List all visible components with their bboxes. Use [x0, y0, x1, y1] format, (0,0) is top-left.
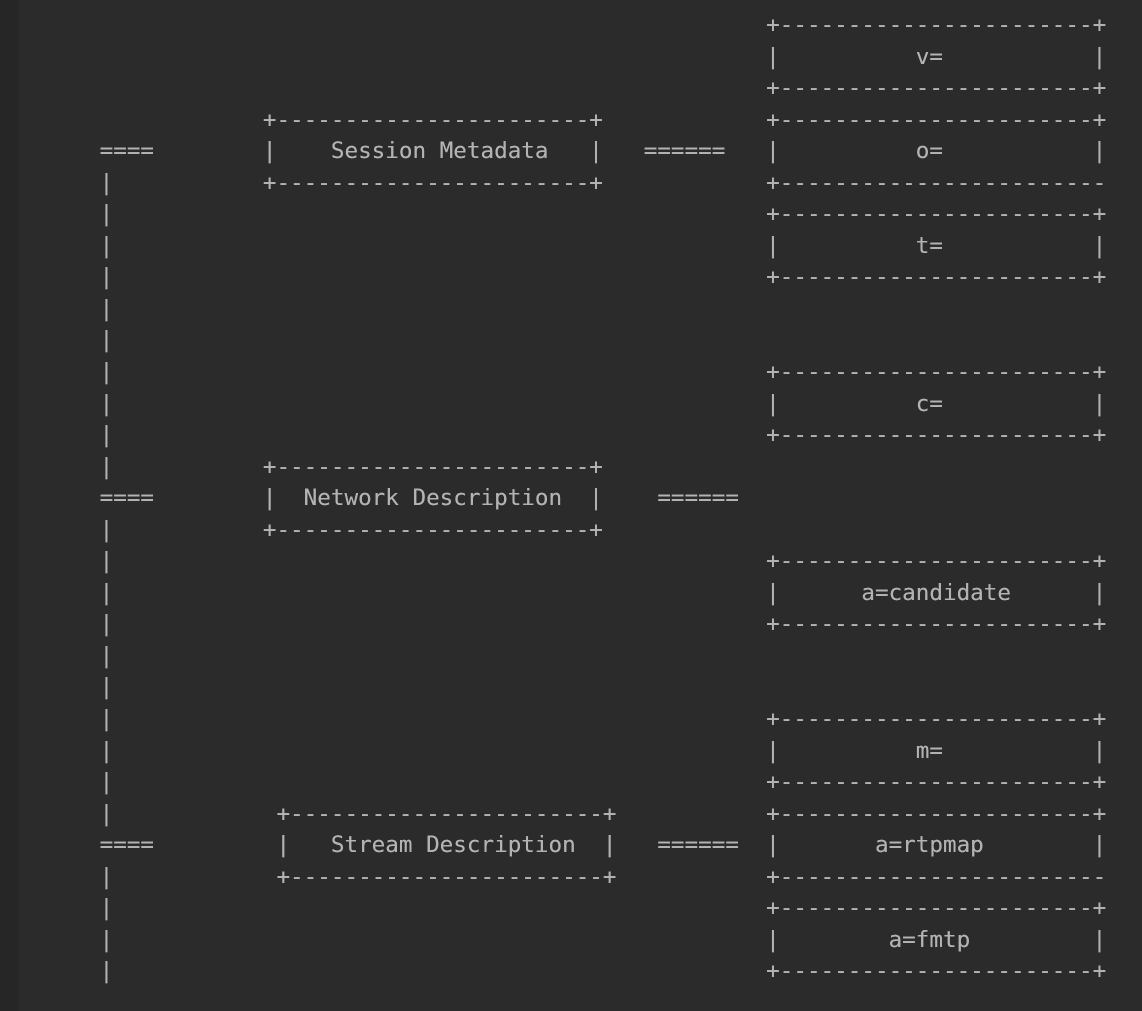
ascii-art-diagram: +-----------------------+ | v= | +------…: [99, 12, 1107, 985]
left-gutter-strip: [0, 0, 19, 1011]
